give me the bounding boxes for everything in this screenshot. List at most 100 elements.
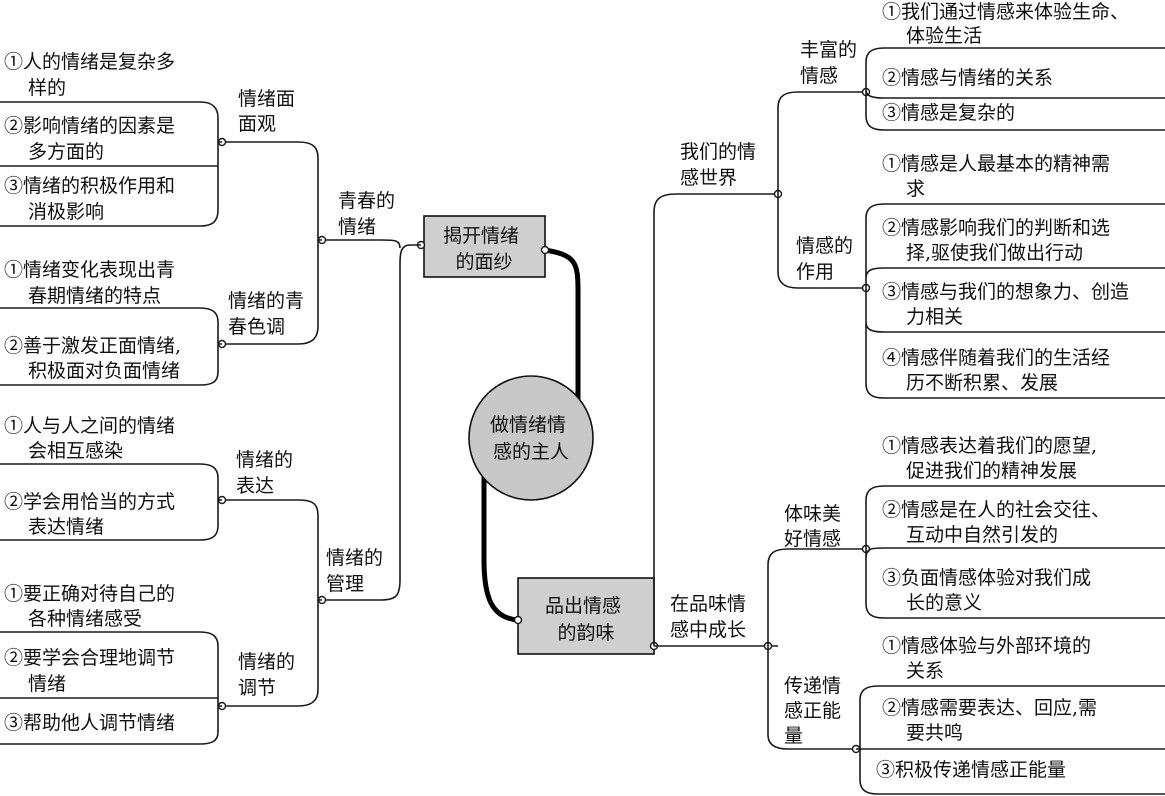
knowledge-item: ③负面情感体验对我们成 长的意义	[882, 567, 1091, 614]
frame-node-zuoyong: 情感的 作用	[796, 235, 871, 293]
frame-label: 情绪的 调节	[238, 651, 301, 699]
knowledge-item-line: ③负面情感体验对我们成	[882, 567, 1091, 589]
frame-label: 丰富的 情感	[800, 39, 863, 87]
central-circle	[468, 375, 594, 501]
knowledge-item-line: 积极面对负面情绪	[28, 360, 180, 382]
frame-label-line: 情绪的	[238, 651, 295, 673]
knowledge-item-line: 历不断积累、发展	[906, 372, 1058, 394]
knowledge-item-text: ③情绪的积极作用和 消极影响	[4, 175, 181, 223]
knowledge-item-line: 力相关	[906, 306, 963, 328]
knowledge-item-text: ②善于激发正面情绪, 积极面对负面情绪	[4, 335, 187, 382]
bracket-lesson3-frames	[777, 91, 866, 289]
knowledge-item: ①人的情绪是复杂多 样的	[4, 51, 181, 99]
knowledge-item-line: ②情感需要表达、回应,需	[882, 697, 1097, 719]
knowledge-item-line: 择,驱使我们做出行动	[906, 242, 1083, 264]
bracket-frame-items	[0, 307, 222, 386]
frame-label-line: 情绪的青	[228, 290, 304, 312]
knowledge-item-line: ②情感是在人的社会交往、	[882, 499, 1110, 521]
bracket-frame-items	[865, 485, 1165, 619]
knowledge-item-text: ①人与人之间的情绪 会相互感染	[4, 415, 181, 462]
knowledge-item-line: 各种情绪感受	[28, 608, 142, 630]
knowledge-item-text: ①我们通过情感来体验生命、 体验生活	[882, 1, 1135, 47]
knowledge-item-text: ①情绪变化表现出青 春期情绪的特点	[4, 259, 181, 307]
frame-label: 情感的 作用	[796, 235, 859, 283]
lesson-label: 在品味情 感中成长	[670, 593, 752, 641]
knowledge-item-line: 会相互感染	[28, 440, 123, 462]
lesson-label-line: 我们的情	[680, 141, 756, 163]
frame-label-line: 好情感	[784, 528, 841, 550]
knowledge-item: ①我们通过情感来体验生命、 体验生活	[882, 1, 1135, 47]
bracket-frame-items	[865, 47, 1165, 131]
knowledge-item-line: 要共鸣	[906, 722, 963, 744]
knowledge-item-line: ②影响情绪的因素是	[4, 115, 175, 137]
lesson-label-line: 管理	[326, 573, 364, 595]
knowledge-item-line: 多方面的	[28, 141, 104, 163]
central-topic-label: 做情绪情 感的主人	[490, 414, 572, 463]
lesson-label-line: 青春的	[338, 190, 395, 212]
knowledge-item: ③情感与我们的想象力、创造 力相关	[882, 281, 1135, 328]
frame-label: 传递情 感正能 量	[784, 675, 847, 747]
frame-label-line: 丰富的	[800, 39, 857, 61]
connector-dot	[540, 245, 550, 255]
unit-label-line: 的面纱	[455, 251, 512, 273]
knowledge-item-line: ①我们通过情感来体验生命、	[882, 1, 1129, 23]
frame-label-line: 体味美	[784, 503, 841, 525]
knowledge-item: ③情绪的积极作用和 消极影响	[4, 175, 181, 223]
frame-label-line: 情感	[800, 65, 838, 87]
unit-node-left: 揭开情绪 的面纱	[416, 215, 550, 278]
knowledge-item: ①情绪变化表现出青 春期情绪的特点	[4, 259, 181, 307]
knowledge-item-line: ①情感体验与外部环境的	[882, 635, 1091, 657]
knowledge-item-line: 促进我们的精神发展	[906, 460, 1077, 482]
knowledge-item-line: ②要学会合理地调节	[4, 647, 175, 669]
knowledge-item-line: 表达情绪	[28, 516, 104, 538]
bracket-frame-items	[865, 203, 1165, 399]
knowledge-item-text: ③帮助他人调节情绪	[4, 712, 175, 734]
knowledge-item-line: ②情感影响我们的判断和选	[882, 217, 1110, 239]
frame-label: 情绪的 表达	[236, 449, 299, 497]
knowledge-item-line: 消极影响	[28, 201, 104, 223]
lesson-label-line: 情绪	[338, 216, 376, 238]
frame-label-line: 感正能	[784, 700, 841, 722]
knowledge-item-line: 长的意义	[906, 592, 982, 614]
knowledge-item-line: ②善于激发正面情绪,	[4, 335, 181, 357]
knowledge-item: ①情感是人最基本的精神需 求	[882, 153, 1116, 200]
frame-node-fengfu: 丰富的 情感	[800, 39, 871, 97]
unit-label-line: 品出情感	[545, 595, 621, 617]
unit-node-right: 品出情感 的韵味	[513, 577, 659, 655]
knowledge-item-text: ③情感是复杂的	[882, 102, 1015, 124]
frame-label-line: 传递情	[784, 675, 841, 697]
knowledge-item-text: ②情感是在人的社会交往、 互动中自然引发的	[882, 499, 1116, 546]
knowledge-item-line: ①人的情绪是复杂多	[4, 51, 175, 73]
knowledge-item: ④情感伴随着我们的生活经 历不断积累、发展	[882, 347, 1110, 394]
knowledge-item-line: 情绪	[28, 673, 66, 695]
central-topic-node: 做情绪情 感的主人	[468, 247, 594, 623]
knowledge-item-line: 求	[906, 178, 925, 200]
lesson-label-line: 在品味情	[670, 593, 746, 615]
knowledge-item-line: ③情感是复杂的	[882, 102, 1015, 124]
lesson-node-qingchun: 青春的 情绪	[317, 190, 395, 245]
knowledge-item-text: ②要学会合理地调节 情绪	[4, 647, 181, 695]
unit-box	[517, 577, 655, 655]
knowledge-item: ①人与人之间的情绪 会相互感染	[4, 415, 181, 462]
knowledge-item: ③帮助他人调节情绪	[4, 712, 175, 734]
lesson-node-qinggan-shijie: 我们的情 感世界	[680, 141, 783, 199]
knowledge-item-text: ①情感是人最基本的精神需 求	[882, 153, 1116, 200]
frame-label-line: 作用	[796, 261, 834, 283]
knowledge-item-text: ①人的情绪是复杂多 样的	[4, 51, 181, 99]
knowledge-item-text: ①要正确对待自己的 各种情绪感受	[4, 583, 181, 630]
knowledge-item-text: ②情感与情绪的关系	[882, 67, 1053, 89]
frame-label-line: 情感的	[796, 235, 853, 257]
knowledge-item-line: ③情感与我们的想象力、创造	[882, 281, 1129, 303]
lesson-label-line: 感世界	[680, 167, 737, 189]
frame-label-line: 春色调	[228, 316, 285, 338]
knowledge-item-line: 体验生活	[906, 25, 982, 47]
knowledge-item-line: ①人与人之间的情绪	[4, 415, 175, 437]
knowledge-item: ②情感与情绪的关系	[882, 67, 1053, 89]
knowledge-item-text: ②影响情绪的因素是 多方面的	[4, 115, 181, 163]
connector-dot	[513, 615, 523, 625]
knowledge-item: ②情感是在人的社会交往、 互动中自然引发的	[882, 499, 1116, 546]
knowledge-item-text: ③情感与我们的想象力、创造 力相关	[882, 281, 1135, 328]
knowledge-item: ①要正确对待自己的 各种情绪感受	[4, 583, 181, 630]
knowledge-item-line: 春期情绪的特点	[28, 285, 161, 307]
frame-node-zhengnengliang: 传递情 感正能 量	[784, 675, 861, 754]
